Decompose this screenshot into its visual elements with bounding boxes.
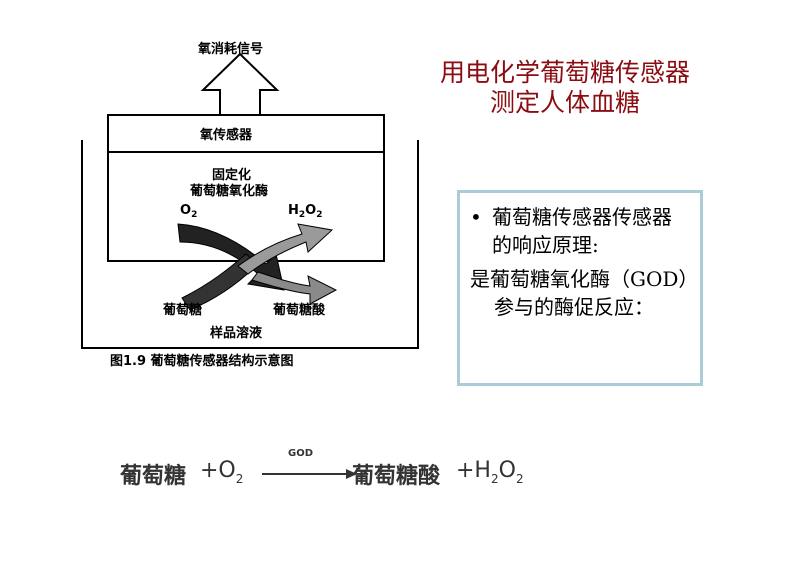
glucose-sensor-diagram: 氧消耗信号 氧传感器 固定化 葡萄糖氧化酶 O2 H2O2 葡萄糖 葡萄糖酸 样… bbox=[70, 28, 430, 373]
enzyme-label-line-2: 葡萄糖氧化酶 bbox=[190, 184, 269, 199]
sample-solution-label: 样品溶液 bbox=[210, 326, 263, 341]
principle-bullet: • 葡萄糖传感器传感器的响应原理: bbox=[470, 203, 690, 259]
equation-peroxide: +H2O2 bbox=[456, 458, 524, 486]
title-line-2: 测定人体血糖 bbox=[489, 88, 640, 117]
enzyme-membrane bbox=[107, 151, 385, 262]
diagram-graphics bbox=[81, 52, 419, 349]
acid-output-arrow bbox=[251, 271, 338, 305]
equation-oxygen: +O2 bbox=[200, 458, 244, 486]
reaction-equation: 葡萄糖 +O2 GOD 葡萄糖酸 +H2O2 bbox=[120, 448, 560, 498]
equation-reactant: 葡萄糖 bbox=[120, 464, 187, 489]
bullet-marker: • bbox=[470, 205, 482, 229]
equation-catalyst: GOD bbox=[288, 448, 314, 459]
bullet-text: 葡萄糖传感器传感器的响应原理: bbox=[492, 205, 672, 257]
equation-product: 葡萄糖酸 bbox=[352, 464, 441, 489]
signal-up-arrow bbox=[200, 52, 280, 116]
enzyme-label-line-1: 固定化 bbox=[212, 168, 252, 183]
sample-container bbox=[81, 140, 419, 349]
principle-box: • 葡萄糖传感器传感器的响应原理: 是葡萄糖氧化酶（GOD）参与的酶促反应： bbox=[457, 190, 703, 386]
grey-reaction-arrow bbox=[237, 223, 334, 275]
oxygen-sensor-label: 氧传感器 bbox=[200, 128, 253, 143]
o2-label: O2 bbox=[180, 203, 198, 220]
figure-caption: 图1.9 葡萄糖传感器结构示意图 bbox=[110, 354, 294, 369]
glucose-label: 葡萄糖 bbox=[163, 303, 203, 318]
gluconic-acid-label: 葡萄糖酸 bbox=[273, 303, 326, 318]
slide-title: 用电化学葡萄糖传感器 测定人体血糖 bbox=[395, 58, 735, 118]
h2o2-label: H2O2 bbox=[288, 203, 323, 220]
reaction-arrow-icon bbox=[262, 469, 357, 479]
oxygen-signal-label: 氧消耗信号 bbox=[198, 42, 264, 57]
title-line-1: 用电化学葡萄糖传感器 bbox=[439, 58, 690, 87]
principle-paragraph: 是葡萄糖氧化酶（GOD）参与的酶促反应： bbox=[470, 267, 689, 319]
